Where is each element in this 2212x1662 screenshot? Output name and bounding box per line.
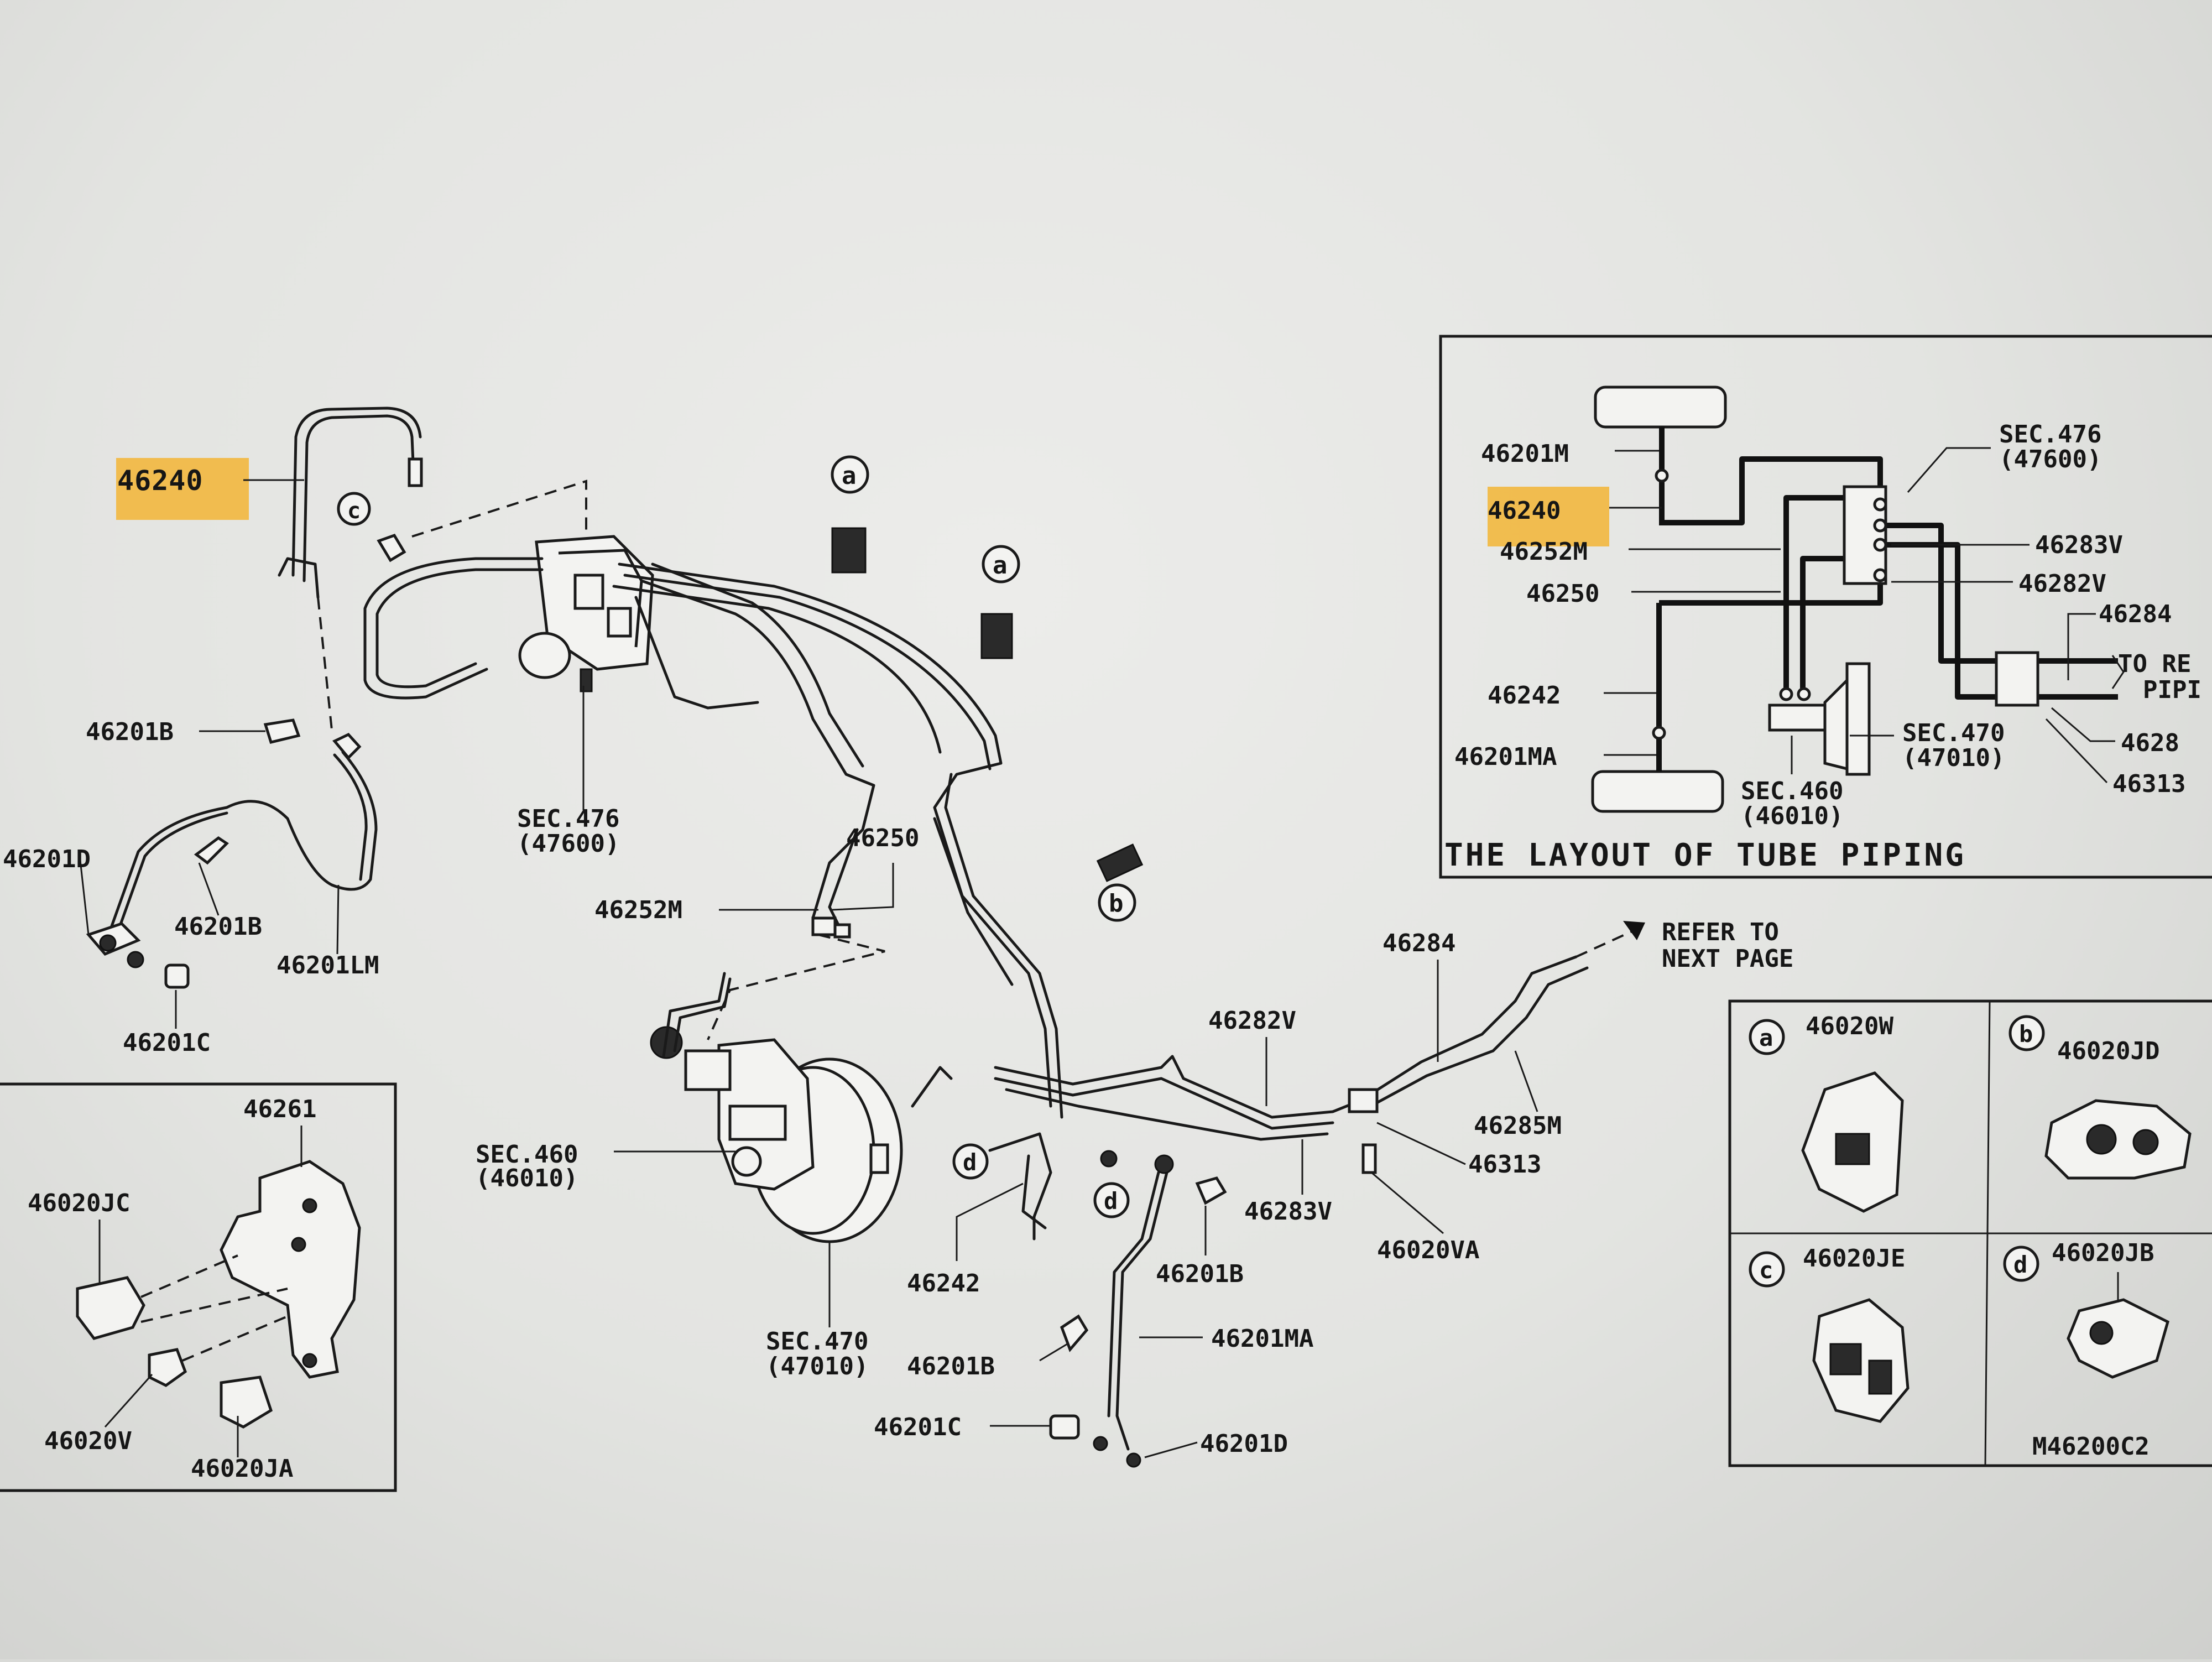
clip-d-part: 46020JB [2052,1239,2154,1267]
label-46020VA: 46020VA [1377,1236,1479,1264]
highlight-46240-main [116,458,249,520]
label-46285M: 46285M [1474,1112,1562,1140]
layout-label-46250: 46250 [1526,580,1599,608]
label-46282V: 46282V [1208,1007,1296,1035]
layout-label-46201MA: 46201MA [1454,743,1557,771]
label-46201MA: 46201MA [1211,1325,1313,1353]
label-sec476: SEC.476 [517,805,619,833]
label-sec460: SEC.460 [476,1140,578,1169]
label-46284: 46284 [1383,929,1455,957]
layout-label-sec476-no: (47600) [1999,445,2101,473]
clip-d-letter: d [2013,1251,2027,1278]
dashed-leader-46252M [707,934,885,1040]
layout-label-46201M: 46201M [1481,440,1569,468]
tube-layout-box: 46201M 46240 46252M 46250 46242 46201MA … [1439,335,2212,879]
label-46283V: 46283V [1244,1197,1332,1226]
layout-label-sec460-no: (46010) [1741,802,1843,830]
label-46201B-a: 46201B [86,718,174,746]
main-pipe-bundle [363,557,1063,1119]
callout-d-1: d [963,1149,977,1176]
layout-label-46313: 46313 [2112,770,2185,798]
layout-label-sec476: SEC.476 [1999,420,2101,449]
brake-booster [650,972,953,1243]
clip-parts-box: a 46020W b 46020JD c 46020JE d 46020JB M… [1728,999,2212,1467]
label-46201B-c: 46201B [907,1352,995,1380]
label-46201D-b: 46201D [1200,1430,1288,1458]
label-46201LM: 46201LM [276,951,379,980]
layout-label-pipi: PIPI [2143,676,2201,704]
layout-label-sec470-no: (47010) [1902,744,2005,772]
label-46201LB: 46201B [1156,1260,1244,1288]
abs-actuator [518,535,654,692]
clip-a-letter: a [1759,1024,1773,1051]
label-sec470: SEC.470 [766,1327,868,1356]
bracket-label-46020V: 46020V [44,1427,132,1455]
front-left-piping: c [86,407,587,989]
layout-label-sec460: SEC.460 [1741,777,1843,805]
bracket-label-46020JA: 46020JA [191,1455,293,1483]
label-46240: 46240 [117,465,204,497]
label-sec470-no: (47010) [766,1352,868,1380]
layout-label-4628: 4628 [2121,729,2179,757]
label-sec460-no: (46010) [476,1164,578,1192]
callout-c-upper: c [347,498,361,524]
label-next-page: NEXT PAGE [1662,945,1793,973]
part-labels: 46240 46201B 46201D 46201B 46201LM 46201… [3,465,1793,1458]
leader-lines [79,479,1538,1458]
label-46201C-b: 46201C [874,1413,962,1441]
label-46313: 46313 [1468,1150,1541,1179]
clip-b-letter: b [2019,1020,2033,1048]
label-46252M: 46252M [594,896,682,924]
layout-label-46282V: 46282V [2018,570,2106,598]
layout-box-title: THE LAYOUT OF TUBE PIPING [1444,837,1966,873]
callout-d-2: d [1104,1187,1118,1215]
layout-label-46284: 46284 [2099,600,2172,628]
clip-c-letter: c [1759,1257,1773,1284]
label-46201B-b: 46201B [174,913,262,941]
layout-label-46283V: 46283V [2035,531,2123,559]
bracket-label-46020JC: 46020JC [28,1189,130,1217]
label-46242: 46242 [907,1269,980,1298]
label-sec476-no: (47600) [517,830,619,858]
callout-a-2: a [993,551,1008,580]
bracket-box: 46261 46020JC 46020V 46020JA [0,1082,397,1492]
rear-pipe-run [831,527,1645,1468]
callout-b: b [1109,889,1124,918]
callout-a-1: a [842,462,857,490]
bracket-label-46261: 46261 [243,1095,316,1123]
layout-label-to-re: TO RE [2118,650,2191,678]
layout-label-46252M: 46252M [1500,538,1588,566]
layout-label-46242: 46242 [1488,681,1561,710]
highlight-46240-layout [1488,487,1609,546]
label-46201C-a: 46201C [123,1029,211,1057]
callout-circles: a a b d d [831,455,1136,1218]
layout-label-46240: 46240 [1488,497,1561,525]
clip-c-part: 46020JE [1803,1244,1905,1273]
figure-code: M46200C2 [2032,1432,2150,1461]
label-46201D-a: 46201D [3,845,91,873]
label-46250: 46250 [846,824,919,852]
clip-a-part: 46020W [1806,1012,1893,1040]
label-refer-to: REFER TO [1662,918,1779,946]
clip-b-part: 46020JD [2057,1037,2159,1065]
layout-label-sec470: SEC.470 [1902,719,2005,747]
